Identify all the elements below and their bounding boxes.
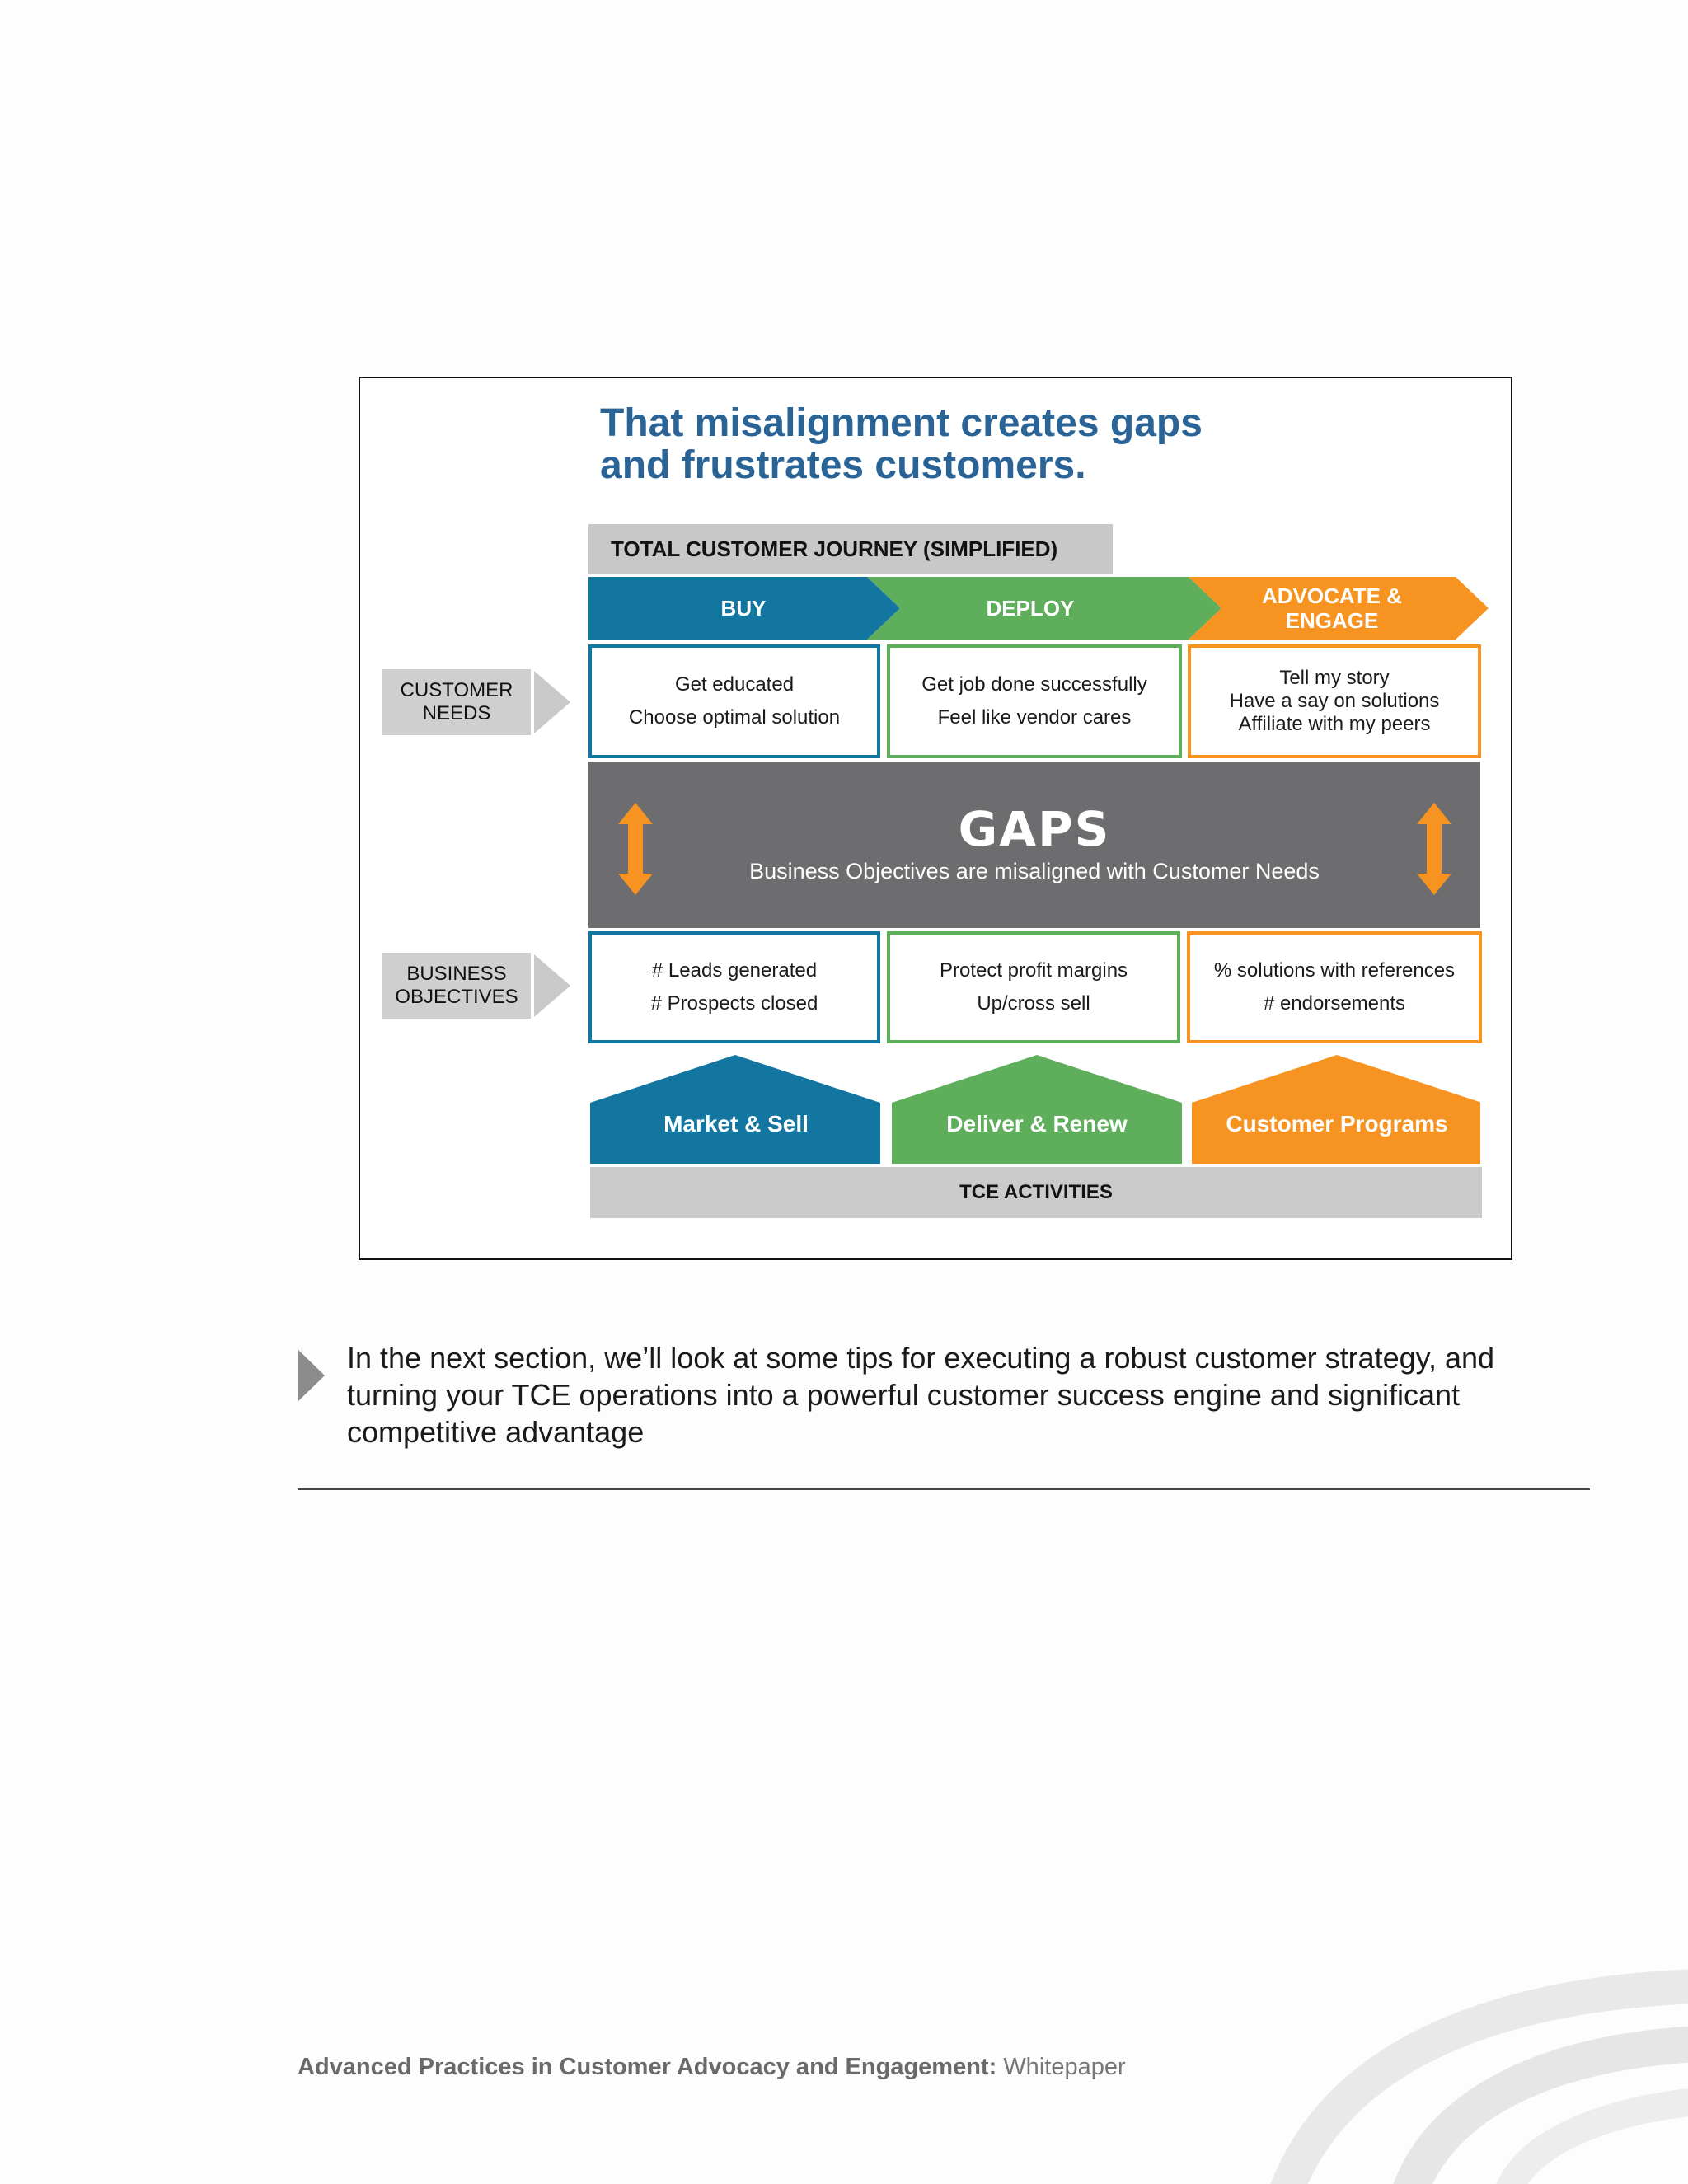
double-arrow-left-icon [618,803,653,895]
need-buy-box: Get educated Choose optimal solution [588,644,880,758]
objective-advocate-line1: % solutions with references [1213,959,1456,982]
activity-deliver-shape [892,1055,1182,1164]
objective-deploy-line2: Up/cross sell [977,992,1090,1015]
need-deploy-line2: Feel like vendor cares [937,706,1132,729]
footer-title: Advanced Practices in Customer Advocacy … [298,2054,1126,2081]
activity-market-label: Market & Sell [663,1111,809,1137]
activity-shapes [590,1055,1480,1164]
need-advocate-line3: Affiliate with my peers [1238,713,1431,735]
stage-advocate-arrow [1189,577,1489,640]
gaps-subtitle: Business Objectives are misaligned with … [749,859,1320,883]
need-buy-line2: Choose optimal solution [628,706,841,729]
stage-deploy-label: DEPLOY [986,596,1075,621]
figure-title-line1: That misalignment creates gaps [600,401,1203,445]
stage-deploy-arrow [867,577,1221,640]
journey-label: TOTAL CUSTOMER JOURNEY (SIMPLIFIED) [588,524,1113,574]
stage-advocate-label: ADVOCATE & ENGAGE [1212,577,1452,640]
need-advocate-line1: Tell my story [1279,667,1390,689]
need-advocate-box: Tell my story Have a say on solutions Af… [1188,644,1481,758]
gaps-title: GAPS [958,801,1111,857]
objective-buy-line2: # Prospects closed [650,992,818,1015]
stage-arrows [588,577,1489,640]
gaps-band [588,762,1480,928]
objective-deploy-line1: Protect profit margins [939,959,1128,982]
stage-buy-label: BUY [720,596,767,621]
footer-title-regular: Whitepaper [1003,2054,1126,2080]
decorative-arcs [1270,1969,1688,2184]
tce-activities-bar: TCE ACTIVITIES [590,1167,1482,1218]
stage-advocate-label-line1: ADVOCATE & [1262,583,1402,608]
figure-title-line2: and frustrates customers. [600,443,1086,487]
bullet-arrow-icon [298,1350,325,1401]
stage-advocate-label-line2: ENGAGE [1285,608,1379,633]
activity-programs-shape [1192,1055,1480,1164]
activity-market-shape [590,1055,880,1164]
need-deploy-box: Get job done successfully Feel like vend… [887,644,1182,758]
need-deploy-line1: Get job done successfully [921,673,1147,696]
objective-advocate-line2: # endorsements [1263,992,1406,1015]
section-divider [298,1488,1590,1490]
objective-advocate-box: % solutions with references # endorsemen… [1187,931,1482,1043]
business-objectives-arrow-icon [534,954,570,1017]
figure-title: That misalignment creates gaps and frust… [600,402,1342,486]
objective-deploy-box: Protect profit margins Up/cross sell [887,931,1180,1043]
need-advocate-line2: Have a say on solutions [1229,690,1440,712]
footer-title-bold: Advanced Practices in Customer Advocacy … [298,2054,997,2080]
business-objectives-label: BUSINESS OBJECTIVES [382,953,531,1019]
need-buy-line1: Get educated [674,673,795,696]
objective-buy-box: # Leads generated # Prospects closed [588,931,880,1043]
customer-needs-label: CUSTOMER NEEDS [382,669,531,735]
activity-deliver-label: Deliver & Renew [946,1111,1128,1137]
double-arrow-right-icon [1417,803,1451,895]
activity-programs-label: Customer Programs [1226,1111,1448,1137]
customer-needs-arrow-icon [534,671,570,733]
objective-buy-line1: # Leads generated [651,959,818,982]
body-paragraph: In the next section, we’ll look at some … [347,1341,1495,1449]
stage-buy-arrow [588,577,900,640]
